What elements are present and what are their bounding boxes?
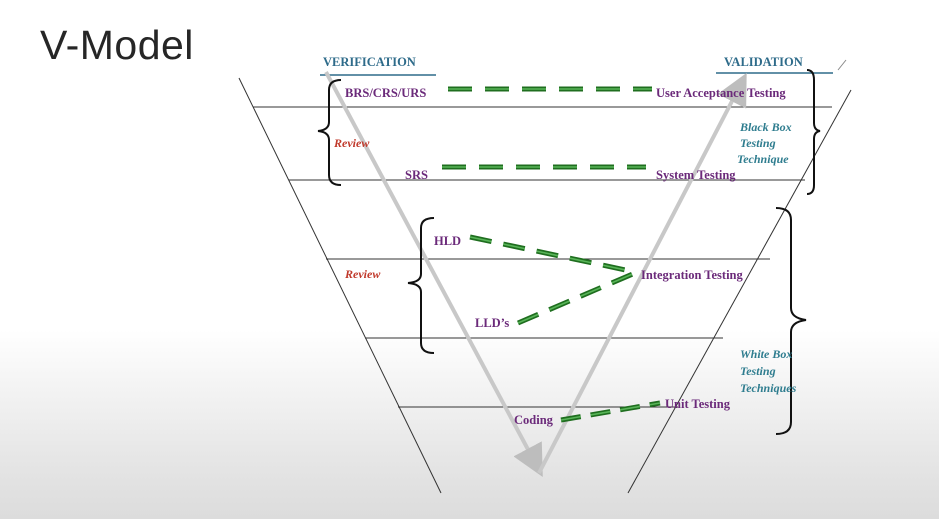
black-box-line-1: Black Box: [739, 120, 792, 134]
black-box-brace: [806, 69, 821, 195]
funnel-right-edge: [627, 89, 852, 494]
test-integration: Integration Testing: [641, 268, 744, 282]
v-arrow-up: [537, 72, 747, 474]
slide-title: V-Model: [40, 22, 194, 68]
review-label-upper: Review: [333, 136, 370, 150]
phase-coding: Coding: [514, 413, 554, 427]
phase-hld: HLD: [434, 234, 461, 248]
test-system: System Testing: [656, 168, 736, 182]
phase-requirements: BRS/CRS/URS: [345, 86, 426, 100]
validation-header: VALIDATION: [724, 55, 803, 69]
validation-pencil-mark: [837, 59, 847, 71]
v-arrow-down: [324, 71, 543, 478]
black-box-line-2: Testing: [740, 136, 776, 150]
green-link-pair: [560, 400, 661, 423]
white-box-brace: [775, 207, 807, 435]
review-brace-lower: [407, 217, 435, 354]
test-uat: User Acceptance Testing: [656, 86, 786, 100]
white-box-line-3: Techniques: [740, 381, 797, 395]
phase-lld: LLD’s: [475, 316, 509, 330]
phase-srs: SRS: [405, 168, 428, 182]
white-box-line-1: White Box: [740, 347, 792, 361]
black-box-line-3: Technique: [737, 152, 789, 166]
test-unit: Unit Testing: [665, 397, 731, 411]
green-link-pair: [517, 270, 636, 326]
green-link-pair: [469, 234, 636, 275]
verification-header: VERIFICATION: [323, 55, 416, 69]
funnel-left-edge: [238, 77, 442, 494]
review-brace-upper: [317, 79, 342, 186]
review-label-lower: Review: [344, 267, 381, 281]
white-box-line-2: Testing: [740, 364, 776, 378]
